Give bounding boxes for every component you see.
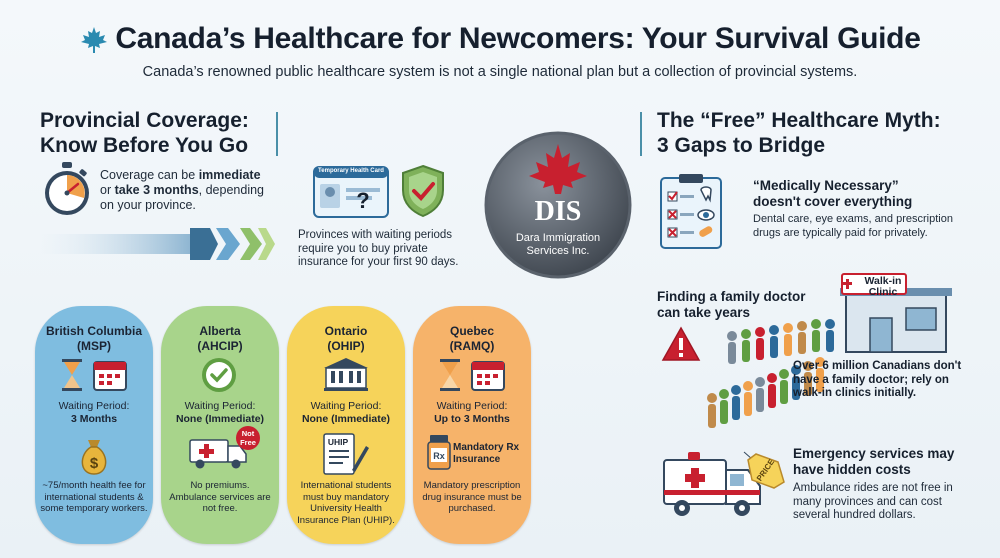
queue-people-graphic	[702, 318, 848, 438]
building-icon	[322, 356, 370, 392]
left-heading-line2: Know Before You Go	[40, 134, 249, 157]
gap1-text: Dental care, eye exams, and prescription…	[753, 213, 953, 239]
uhip-document-icon	[322, 432, 370, 476]
gap2-text: Over 6 million Canadians don't have a fa…	[793, 360, 962, 399]
page-title-text: Canada’s Healthcare for Newcomers: Your …	[115, 22, 921, 55]
clipboard-checklist-icon	[657, 172, 725, 250]
gap2-title: Finding a family doctor can take years	[657, 289, 806, 320]
province-card-on: Ontario(OHIP)	[287, 306, 405, 544]
speed-arrows-graphic	[40, 224, 275, 264]
rx-label: Mandatory Rx Insurance	[453, 442, 520, 465]
province-card-ab: Alberta(AHCIP)	[161, 306, 279, 544]
hourglass-calendar-icon-qc	[436, 358, 508, 392]
check-circle-icon	[200, 356, 238, 394]
gap3-text: Ambulance rides are not free in many pro…	[793, 482, 953, 521]
dis-logo	[483, 130, 633, 280]
left-heading-line1: Provincial Coverage:	[40, 109, 249, 132]
province-note-ab: No premiums. Ambulance services are not …	[169, 480, 271, 514]
page-title: Canada’s Healthcare for Newcomers: Your …	[0, 22, 1000, 56]
health-card-label: Temporary Health Card	[318, 168, 384, 174]
waiting-period-qc: Waiting Period: Up to 3 Months	[434, 400, 510, 425]
province-note-bc: ~75/month health fee for international s…	[40, 480, 148, 514]
walk-in-clinic-icon	[836, 272, 952, 356]
ambulance-price-icon	[660, 446, 790, 526]
hourglass-calendar-icon-bc	[58, 358, 130, 392]
gap3-title: Emergency services may have hidden costs	[793, 446, 955, 477]
svg-text:Rx: Rx	[433, 451, 445, 461]
stopwatch-icon	[40, 160, 94, 218]
waiting-period-bc: Waiting Period: 3 Months	[58, 400, 130, 425]
right-heading-line1: The “Free” Healthcare Myth:	[657, 109, 941, 132]
gap1-title: “Medically Necessary” doesn't cover ever…	[753, 178, 913, 209]
waiting-period-ab: Waiting Period: None (Immediate)	[175, 400, 265, 425]
svg-text:$: $	[90, 455, 99, 472]
right-heading: The “Free” Healthcare Myth: 3 Gaps to Br…	[657, 108, 941, 158]
waiting-note: Provinces with waiting periods require y…	[298, 229, 459, 268]
coverage-text: Coverage can be immediate or take 3 mont…	[100, 168, 264, 212]
logo-name: Dara Immigration Services Inc.	[515, 232, 601, 257]
right-heading-line2: 3 Gaps to Bridge	[657, 134, 826, 157]
waiting-period-on: Waiting Period: None (Immediate)	[301, 400, 391, 425]
left-heading: Provincial Coverage: Know Before You Go	[40, 108, 249, 158]
logo-initials: DIS	[534, 196, 582, 227]
uhip-label: UHIP	[327, 437, 349, 447]
money-bag-icon: $	[77, 438, 111, 476]
maple-leaf-icon	[79, 25, 109, 55]
rx-bottle-icon: Rx	[426, 434, 452, 470]
health-card-icon: ?	[313, 166, 389, 218]
province-card-qc: Quebec(RAMQ)	[413, 306, 531, 544]
province-note-qc: Mandatory prescription drug insurance mu…	[422, 480, 522, 514]
province-card-bc: British Columbia(MSP)	[35, 306, 153, 544]
clinic-sign-label: Walk-in Clinic	[864, 275, 902, 298]
province-note-on: International students must buy mandator…	[297, 480, 395, 526]
ambulance-icon-ab	[188, 434, 250, 470]
not-free-badge: Not Free	[236, 426, 260, 450]
divider-right	[640, 112, 642, 156]
shield-check-icon	[400, 164, 446, 218]
warning-icon	[661, 326, 701, 362]
svg-text:?: ?	[356, 188, 369, 213]
page-subtitle: Canada’s renowned public healthcare syst…	[142, 64, 858, 80]
divider-left	[276, 112, 278, 156]
